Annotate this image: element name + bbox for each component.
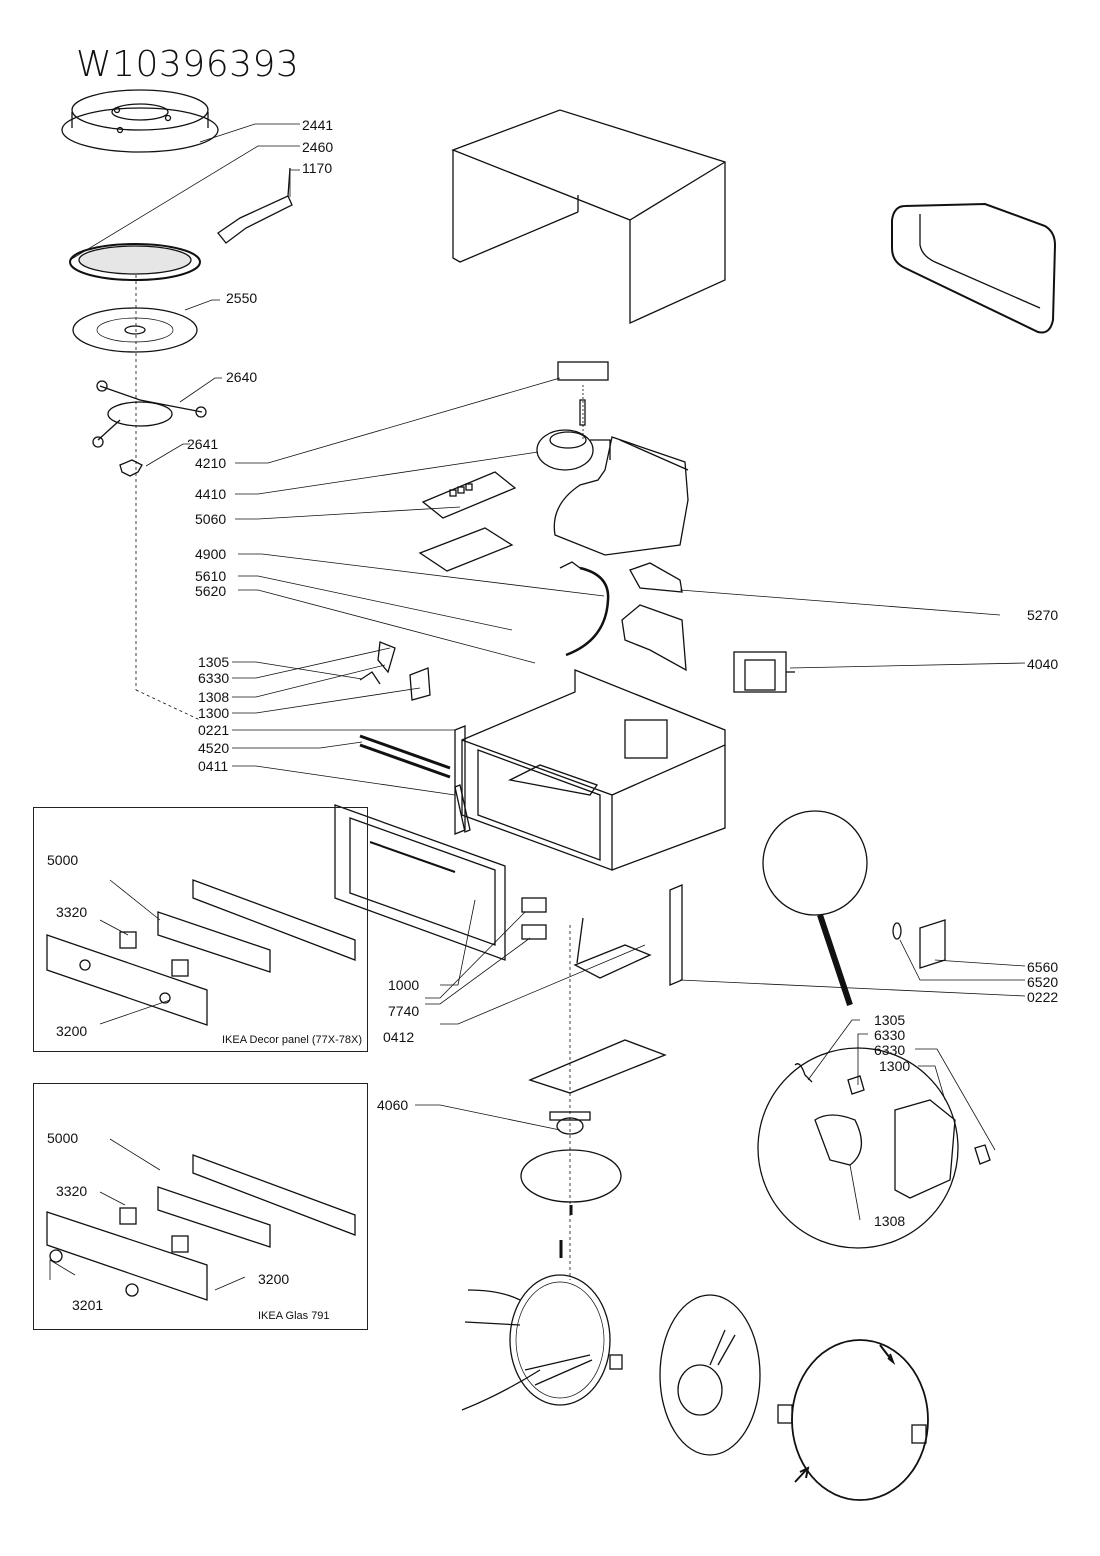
door-seal-part: [891, 202, 1057, 334]
part-label-4410: 4410: [195, 486, 227, 502]
main-pcb-part: [421, 471, 517, 519]
glass-tray-part: [72, 307, 198, 353]
lamp-cover-part: [919, 919, 946, 969]
part-label-5610: 5610: [195, 568, 227, 584]
hinge-assembly-part: [573, 944, 652, 979]
part-label-6560: 6560: [1027, 959, 1059, 975]
detail-circle-small: [762, 810, 868, 916]
coupler-part: [119, 459, 143, 477]
spring-part: [359, 671, 381, 685]
handle-tool-part: [217, 167, 293, 244]
part-label-6520: 6520: [1027, 974, 1059, 990]
part-label-4520: 4520: [198, 740, 230, 756]
air-duct-part: [553, 436, 689, 556]
part-label-1000: 1000: [388, 977, 420, 993]
part-label-0412: 0412: [383, 1029, 415, 1045]
crisp-plate-part: [69, 243, 201, 281]
microwave-cover-part: [61, 89, 219, 153]
part-label-4040: 4040: [1027, 656, 1059, 672]
part-label-5270: 5270: [1027, 607, 1059, 623]
bottom-plate-part: [528, 1039, 667, 1094]
inset2-label-3320: 3320: [56, 1183, 88, 1199]
part-label-2441: 2441: [302, 117, 334, 133]
inset2-label-5000: 5000: [47, 1130, 79, 1146]
inset2-label-3200: 3200: [258, 1271, 290, 1287]
diagram-title: W10396393: [76, 44, 300, 85]
right-strip-part: [669, 884, 683, 986]
fan-motor-part: [536, 429, 611, 471]
leader-lines: [49, 123, 1026, 1291]
glas-panel-drawing: [46, 1154, 356, 1301]
cutting-instruction-image: [461, 1274, 623, 1411]
turntable-motor-part: [549, 1111, 591, 1135]
part-label-0221: 0221: [198, 722, 230, 738]
decor-panel-drawing: [46, 879, 356, 1026]
part-label-2641: 2641: [187, 436, 219, 452]
outer-case-part: [451, 109, 726, 325]
part-label-2640: 2640: [226, 369, 258, 385]
oven-cavity-part: [461, 669, 726, 871]
part-label-7740: 7740: [388, 1003, 420, 1019]
part-label-4060: 4060: [377, 1097, 409, 1113]
part-label-2550: 2550: [226, 290, 258, 306]
part-label-5060: 5060: [195, 511, 227, 527]
inset1-label-5000: 5000: [47, 852, 79, 868]
door-part: [334, 804, 506, 961]
display-frame-part: [418, 527, 514, 572]
part-label-4900: 4900: [195, 546, 227, 562]
side-strip-part: [454, 725, 466, 835]
motor-cover-part: [520, 1149, 622, 1203]
part-label-6330: 6330: [198, 670, 230, 686]
inset2-label-3201: 3201: [72, 1297, 104, 1313]
part-label-1308: 1308: [198, 689, 230, 705]
motor-cover-with-motor-image: [659, 1294, 761, 1456]
inset1-caption: IKEA Decor panel (77X-78X): [222, 1034, 363, 1046]
detail-label-1308: 1308: [874, 1213, 906, 1229]
detail-label-6330-b: 6330: [874, 1042, 906, 1058]
part-label-5620: 5620: [195, 583, 227, 599]
power-cord-part: [559, 561, 610, 657]
bracket-part: [621, 604, 687, 672]
transformer-part: [733, 651, 795, 693]
inset1-label-3320: 3320: [56, 904, 88, 920]
inverter-board-part: [629, 562, 683, 593]
part-label-2460: 2460: [302, 139, 334, 155]
part-label-0222: 0222: [1027, 989, 1059, 1005]
part-label-1170: 1170: [302, 160, 333, 176]
part-label-1305: 1305: [198, 654, 230, 670]
part-label-4210: 4210: [195, 455, 227, 471]
detail-label-6330-a: 6330: [874, 1027, 906, 1043]
lamp-part: [892, 922, 902, 940]
roller-support-part: [92, 380, 207, 448]
detail-label-1300: 1300: [879, 1058, 911, 1074]
glas-panel-inset: [33, 1083, 368, 1330]
motor-cover-cut-points-image: [777, 1339, 929, 1501]
decor-panel-inset: [33, 807, 368, 1052]
detail-label-1305: 1305: [874, 1012, 906, 1028]
inset2-caption: IKEA Glas 791: [258, 1310, 330, 1322]
part-label-0411: 0411: [198, 758, 229, 774]
part-label-1300: 1300: [198, 705, 230, 721]
inset1-label-3200: 3200: [56, 1023, 88, 1039]
hinge-part: [454, 784, 471, 833]
